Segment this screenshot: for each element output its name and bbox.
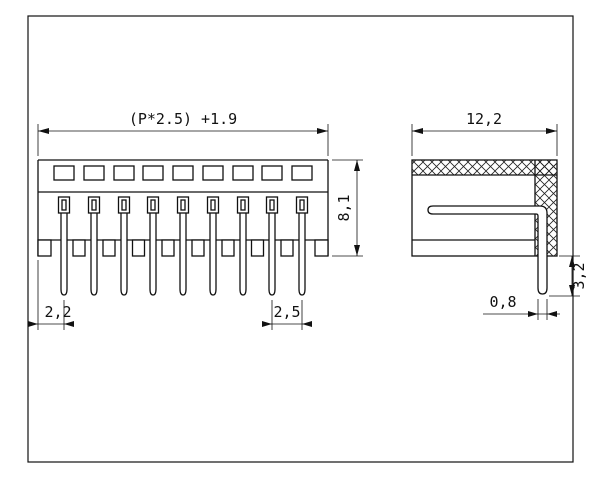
pin [295,196,309,296]
pin [265,196,279,296]
dim-pin-width: 0,8 [483,293,560,320]
pin [87,196,101,296]
pin-slot [232,165,254,181]
dim-pin-protrusion-label: 3,2 [570,262,588,289]
hatch-top [412,160,557,175]
pin-slot [172,165,194,181]
pin [176,196,190,296]
sheet-border [27,15,574,463]
dim-edge-to-pin-label: 2,2 [44,303,71,321]
pin [117,196,131,296]
dim-pin-protrusion: 3,2 [549,255,588,297]
pin [236,196,250,296]
front-view [37,159,329,296]
dimensions: (P*2.5) +1.9 12,2 8,1 2,2 [28,110,588,330]
dim-height: 8,1 [332,159,363,257]
pin-slot [142,165,164,181]
dim-pin-width-label: 0,8 [489,293,516,311]
dim-pitch: 2,5 [262,300,312,330]
pin-slot [113,165,135,181]
pin-slot [53,165,75,181]
dim-front-width-label: (P*2.5) +1.9 [129,110,237,128]
pin-slot [202,165,224,181]
front-pins [57,196,309,296]
pin [146,196,160,296]
dim-side-width: 12,2 [411,110,558,156]
pin-slot [83,165,105,181]
pin [206,196,220,296]
dim-edge-to-pin: 2,2 [28,260,74,330]
dim-front-width: (P*2.5) +1.9 [37,110,329,156]
dim-pitch-label: 2,5 [273,303,300,321]
dim-side-width-label: 12,2 [466,110,502,128]
dim-height-label: 8,1 [335,194,353,221]
side-view [411,159,558,295]
front-slots [53,165,313,181]
right-angle-pin [427,205,548,295]
front-teeth [37,239,329,257]
pin-slot [261,165,283,181]
pin-slot [291,165,313,181]
pin [57,196,71,296]
